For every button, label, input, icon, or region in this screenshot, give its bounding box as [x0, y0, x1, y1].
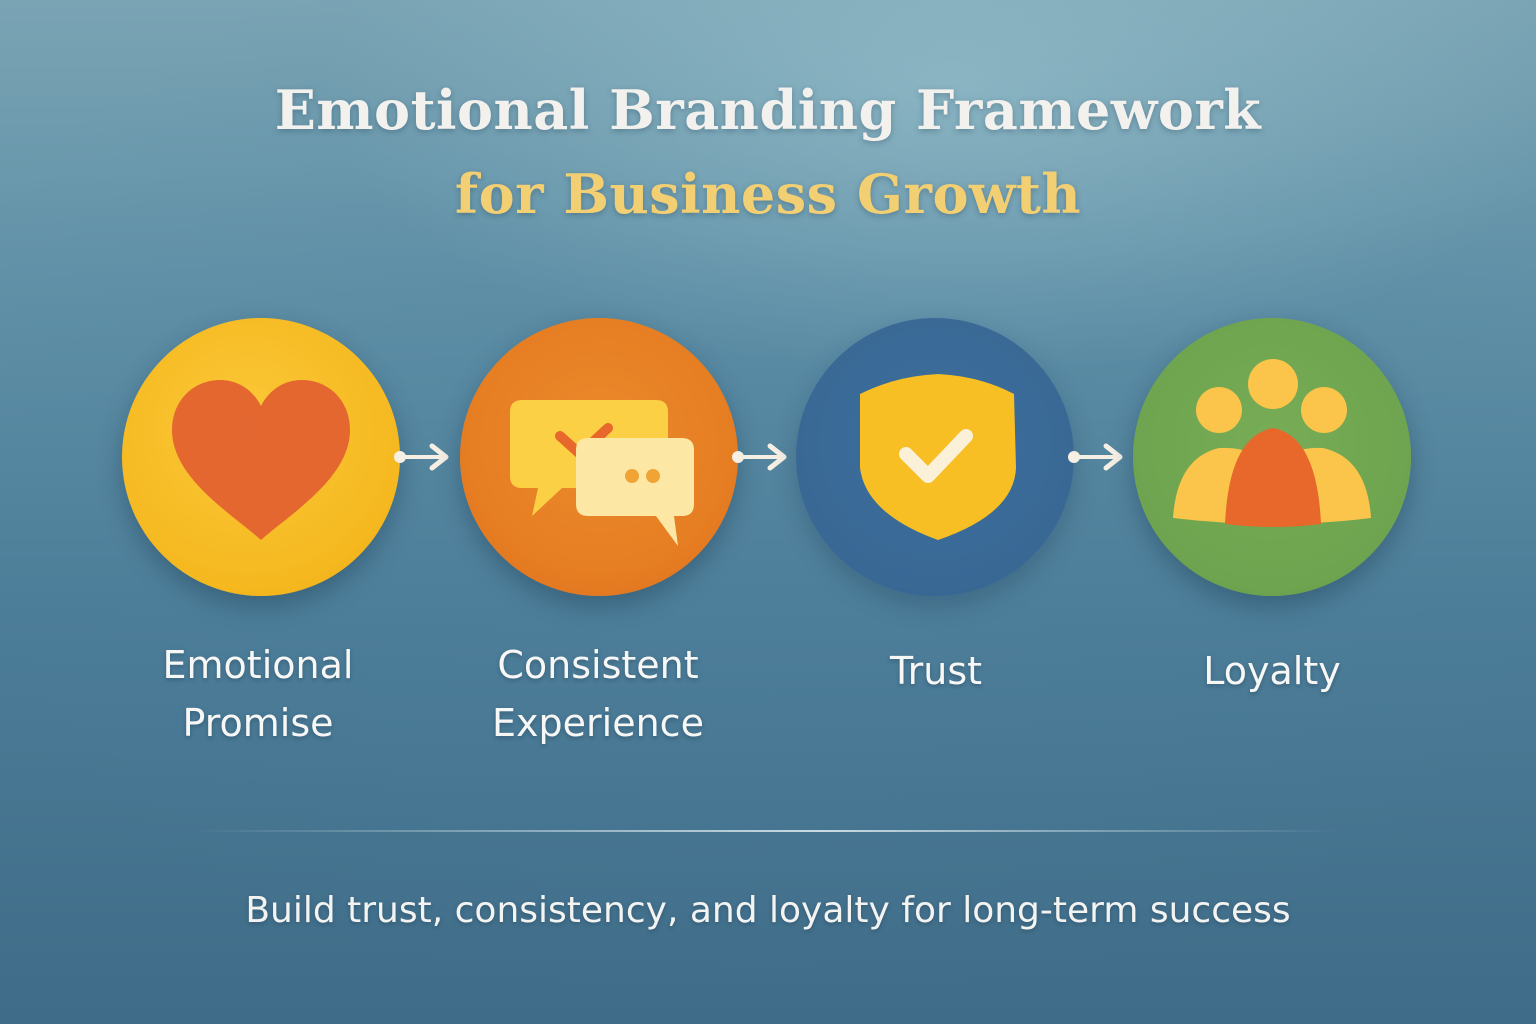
group-people-icon [1173, 359, 1371, 527]
step-loyalty-circle [1133, 318, 1411, 596]
label-line: Promise [182, 701, 334, 745]
step-trust-circle [796, 318, 1074, 596]
divider [190, 830, 1340, 832]
chat-bubbles-icon [510, 400, 694, 546]
heart-icon [172, 380, 350, 540]
arrow-right-icon [730, 442, 792, 472]
title-line-2: for Business Growth [454, 162, 1082, 226]
title-line-1: Emotional Branding Framework [274, 78, 1262, 142]
step-label-consistent-experience: Consistent Experience [448, 636, 748, 752]
label-line: Loyalty [1203, 649, 1341, 693]
label-line: Experience [492, 701, 704, 745]
step-emotional-promise-circle [122, 318, 400, 596]
tagline: Build trust, consistency, and loyalty fo… [245, 890, 1291, 931]
step-label-emotional-promise: Emotional Promise [108, 636, 408, 752]
label-line: Trust [889, 649, 983, 693]
shield-check-icon [860, 374, 1016, 540]
step-label-loyalty: Loyalty [1122, 642, 1422, 700]
step-consistent-experience-circle [460, 318, 738, 596]
label-line: Consistent [497, 643, 699, 687]
arrow-right-icon [392, 442, 454, 472]
step-label-trust: Trust [786, 642, 1086, 700]
label-line: Emotional [162, 643, 354, 687]
arrow-right-icon [1066, 442, 1128, 472]
